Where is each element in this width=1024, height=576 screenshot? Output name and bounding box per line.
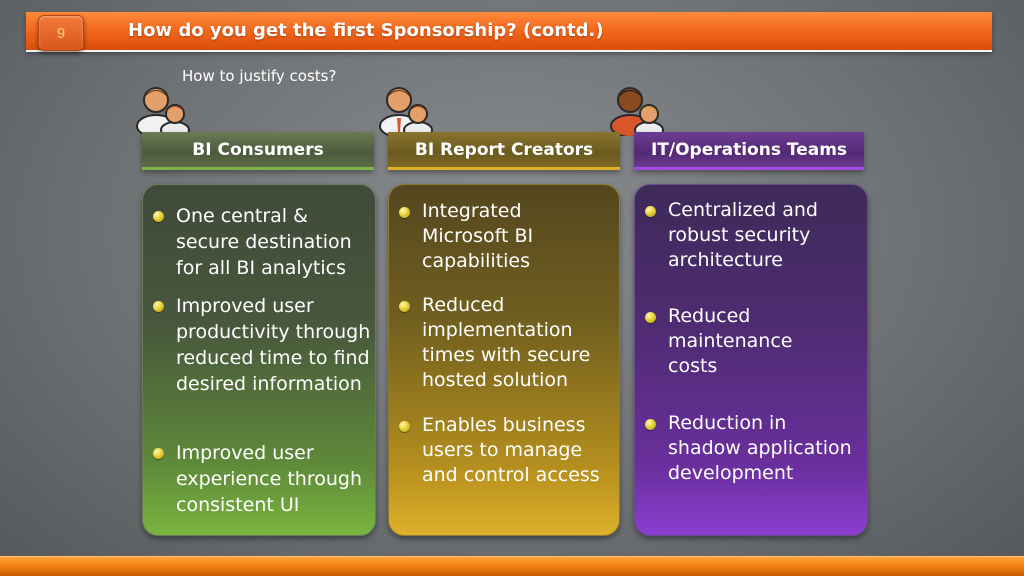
footer-bar [0,556,1024,576]
bullet-icon [153,211,164,222]
column-header-bi-report-creators: BI Report Creators [388,132,620,170]
bullet-text: Reduction in shadow application developm… [668,412,852,484]
bullet-text: Reduced maintenance costs [668,305,793,377]
people-icon [134,80,194,139]
bullet-icon [399,301,410,312]
bullet-icon [645,312,656,323]
bullet-icon [399,207,410,218]
people-icon [377,80,437,139]
column-title: BI Consumers [192,139,324,160]
bullet-text: Integrated Microsoft BI capabilities [422,200,534,272]
bullet-icon [153,301,164,312]
list-item: One central & secure destination for all… [153,203,365,281]
panel-bi-report-creators: Integrated Microsoft BI capabilities Red… [388,184,620,536]
title-bar [26,12,992,52]
column-header-bi-consumers: BI Consumers [142,132,374,170]
list-item: Integrated Microsoft BI capabilities [399,199,579,274]
list-item: Improved user productivity through reduc… [153,293,375,397]
list-item: Reduction in shadow application developm… [645,411,857,486]
list-item: Enables business users to manage and con… [399,413,617,488]
panel-bi-consumers: One central & secure destination for all… [142,184,376,536]
column-header-it-operations-teams: IT/Operations Teams [634,132,864,170]
bullet-text: One central & secure destination for all… [176,205,352,279]
list-item: Centralized and robust security architec… [645,198,851,273]
bullet-text: Enables business users to manage and con… [422,414,600,486]
list-item: Reduced implementation times with secure… [399,293,611,393]
panel-it-operations-teams: Centralized and robust security architec… [634,184,868,536]
bullet-text: Improved user productivity through reduc… [176,295,371,395]
bullet-text: Centralized and robust security architec… [668,199,818,271]
list-item: Reduced maintenance costs [645,304,825,379]
bullet-icon [645,419,656,430]
column-title: IT/Operations Teams [650,139,848,160]
slide-number-badge: 9 [38,15,84,51]
bullet-text: Reduced implementation times with secure… [422,294,591,391]
people-icon [608,80,668,139]
list-item: Improved user experience through consist… [153,440,375,518]
bullet-text: Improved user experience through consist… [176,442,363,516]
slide-number: 9 [56,24,66,42]
slide-title: How do you get the first Sponsorship? (c… [128,20,604,41]
bullet-icon [645,206,656,217]
bullet-icon [153,448,164,459]
bullet-icon [399,421,410,432]
column-title: BI Report Creators [414,139,594,160]
slide-subtitle: How to justify costs? [182,67,337,85]
